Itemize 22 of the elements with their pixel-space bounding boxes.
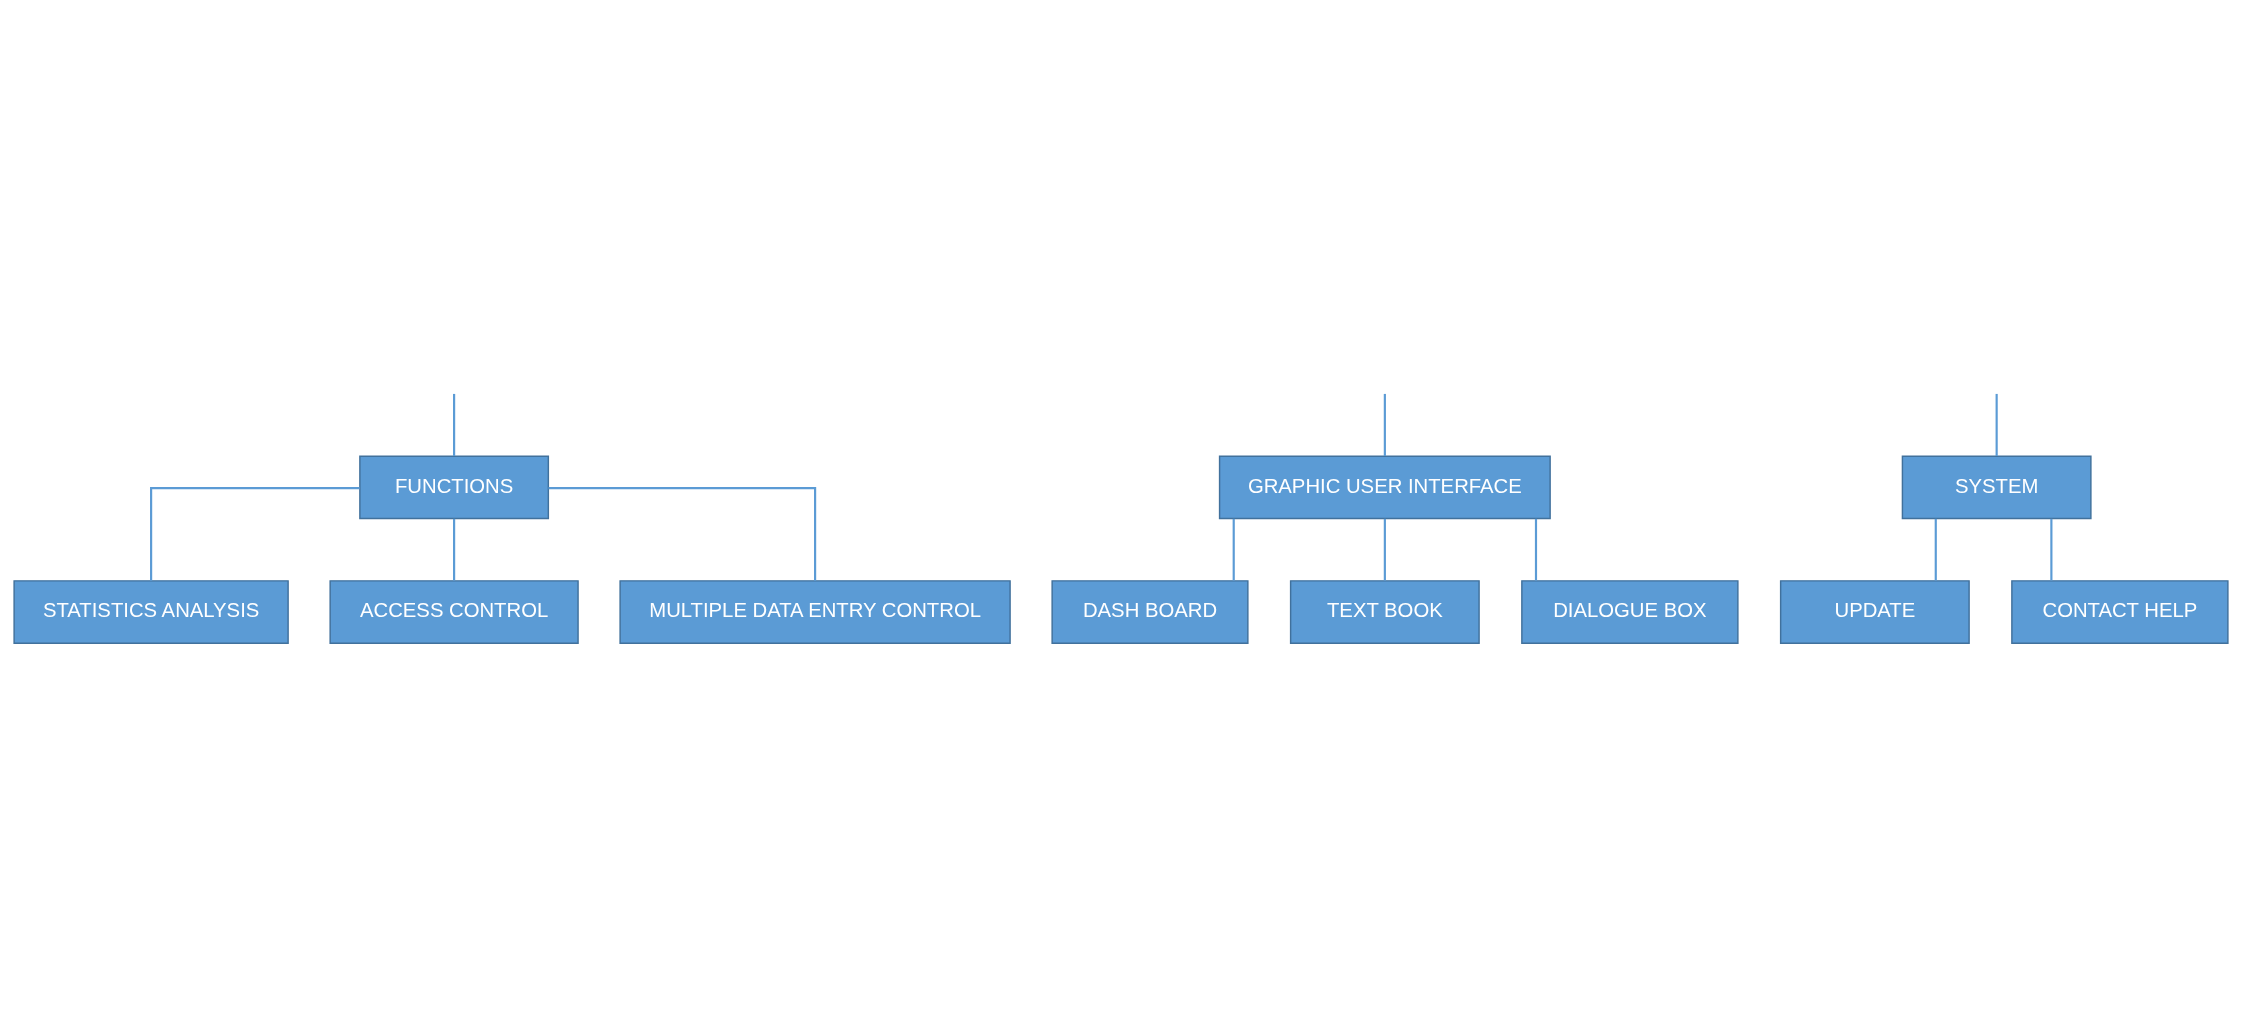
connector (1232, 518, 1235, 581)
connector (150, 486, 360, 581)
node-box: SYSTEM (1901, 454, 2092, 519)
connector (548, 486, 817, 581)
node-box: DIALOGUE BOX (1521, 579, 1739, 644)
connector (2050, 518, 2053, 581)
node-box: TEXT BOOK (1289, 579, 1480, 644)
connector (1534, 518, 1538, 581)
node-box: UPDATE (1779, 579, 1970, 644)
node-box: FUNCTIONS (359, 454, 550, 519)
node-box: ACCESS CONTROL (329, 579, 579, 644)
node-box: GRAPHIC USER INTERFACE (1218, 454, 1551, 519)
connector (453, 393, 456, 456)
connector (453, 518, 456, 581)
connector (1383, 393, 1386, 456)
node-box: STATISTICS ANALYSIS (13, 579, 289, 644)
connector (1995, 393, 1998, 456)
node-box: CONTACT HELP (2011, 579, 2229, 644)
connector (1383, 518, 1386, 581)
connector (1934, 518, 1937, 581)
node-box: DASH BOARD (1051, 579, 1249, 644)
node-box: MULTIPLE DATA ENTRY CONTROL (619, 579, 1011, 644)
